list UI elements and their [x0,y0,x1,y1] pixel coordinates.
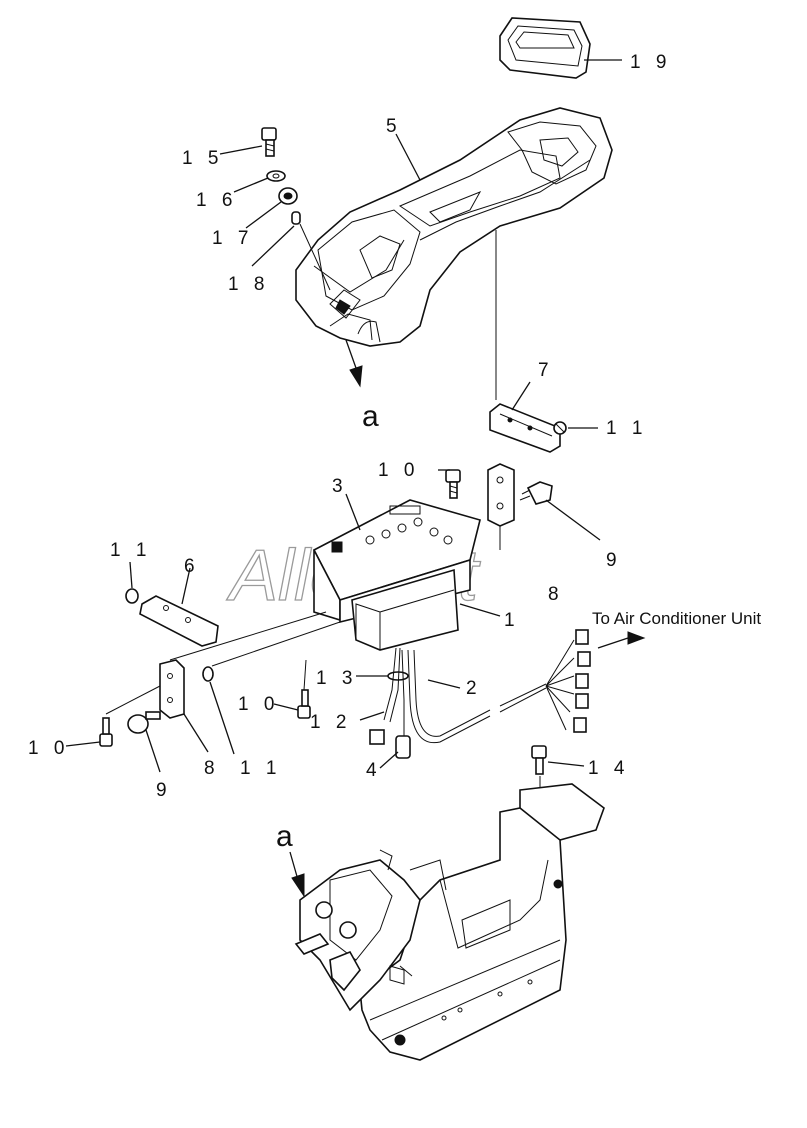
callout-11-low: 1 1 [240,758,281,779]
part-11-screw-top [553,421,598,435]
part-16-washer [233,170,286,193]
callout-3: 3 [332,476,348,497]
part-6-plate [139,567,219,647]
part-1-unit [351,568,501,651]
part-11-screw-left [125,561,139,604]
callout-16: 1 6 [196,190,237,211]
callout-19: 1 9 [630,52,671,73]
callout-10-top: 1 0 [378,460,419,481]
view-label-a-top: a [362,400,379,433]
part-17-nut [245,187,298,229]
callout-7: 7 [538,360,554,381]
callout-6: 6 [184,556,200,577]
part-5-console-cover [295,107,613,347]
part-4-connector [379,649,411,769]
callout-17: 1 7 [212,228,253,249]
part-15-bolt [219,127,277,157]
part-14-bolt [531,745,585,796]
callout-10-low: 1 0 [28,738,69,759]
part-7-bracket [489,381,561,453]
part-9-bolt-left [127,711,161,773]
air-conditioner-note: To Air Conditioner Unit [592,609,761,628]
callout-11-left: 1 1 [110,540,151,561]
callout-11-top: 1 1 [606,418,647,439]
part-19-cup-holder [499,17,622,79]
callout-1: 1 [504,610,520,631]
view-arrow-a-bottom [289,851,305,898]
part-12-harness [359,647,401,745]
callout-18: 1 8 [228,274,269,295]
callout-12: 1 2 [310,712,351,733]
base-frame [294,783,605,1061]
part-2-cable [407,629,646,744]
callout-9-left: 9 [156,780,172,801]
part-11-screw-lower [202,666,235,755]
part-9-bolt-right [519,481,601,541]
part-8-bracket-left [105,659,209,753]
view-arrow-a-top [345,339,363,388]
part-10-bolt-top [438,469,461,499]
callout-15: 1 5 [182,148,223,169]
callout-8-left: 8 [204,758,220,779]
part-10-bolt-mid [273,659,311,719]
callout-8-right: 8 [548,584,564,605]
callout-5: 5 [386,116,402,137]
part-10-bolt-low [65,717,113,747]
callout-13: 1 3 [316,668,357,689]
callout-2: 2 [466,678,482,699]
callout-10-mid: 1 0 [238,694,279,715]
part-18-pin [251,211,331,291]
callout-9-right: 9 [606,550,622,571]
callout-14: 1 4 [588,758,629,779]
part-13-band [356,671,409,681]
part-8-bracket-right [487,463,515,550]
view-label-a-bottom: a [276,820,293,853]
callout-4: 4 [366,760,382,781]
